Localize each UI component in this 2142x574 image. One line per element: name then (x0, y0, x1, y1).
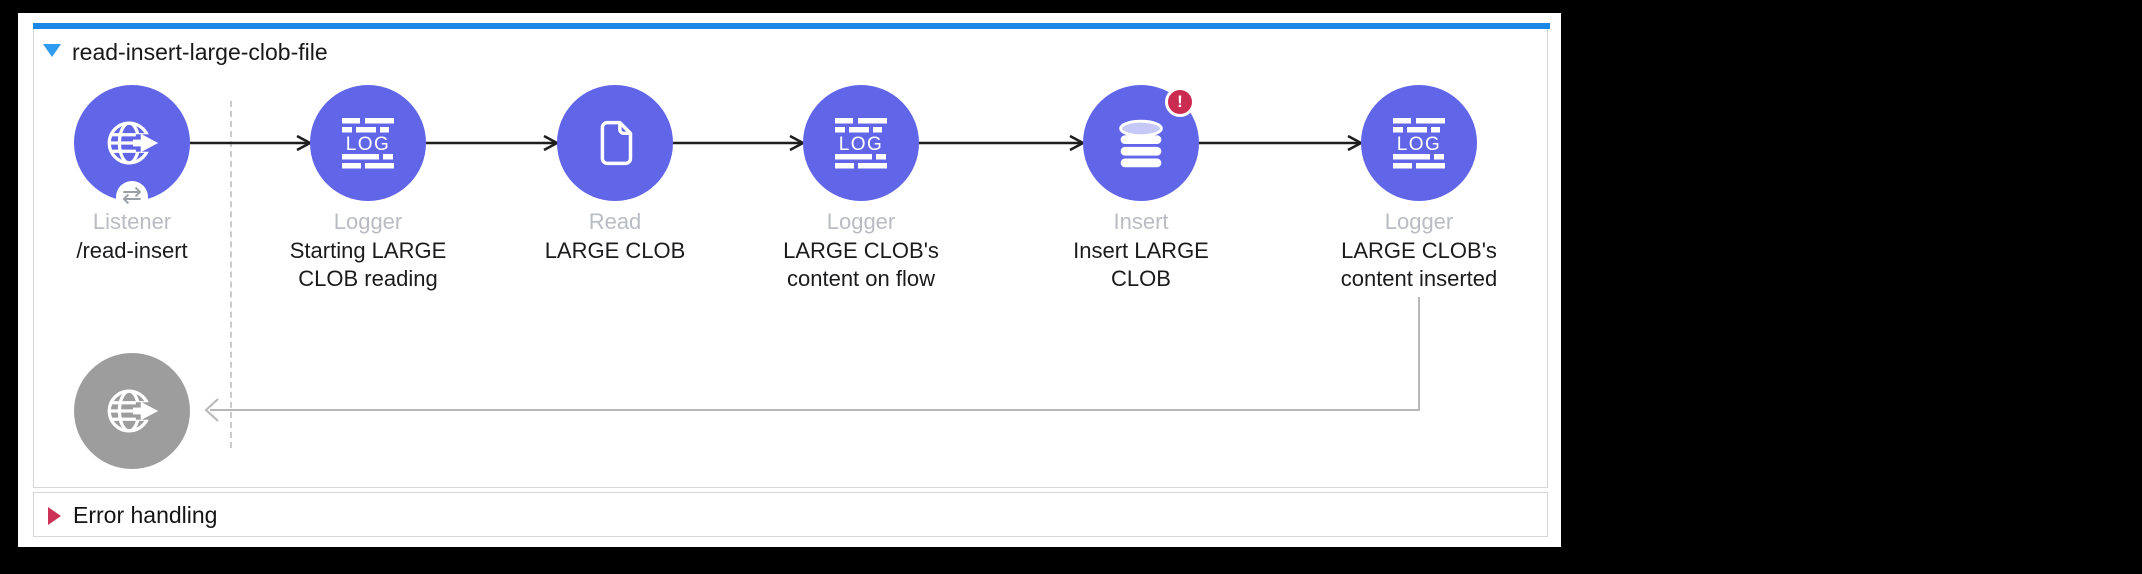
node-type-label: Listener (92, 209, 172, 234)
node-type-label: Logger (826, 209, 896, 234)
expand-triangle-icon[interactable] (48, 507, 61, 525)
http-listener-globe-icon (107, 121, 163, 165)
node-type-label: Logger (1384, 209, 1454, 234)
node-description: /read-insert (76, 238, 188, 263)
http-response-globe-icon (107, 389, 163, 433)
node-description: LARGE CLOB's content on flow (783, 238, 939, 291)
collapse-triangle-icon[interactable] (43, 44, 61, 57)
node-description: Insert LARGE CLOB (1073, 238, 1209, 291)
node-circle[interactable]: LOG (1361, 85, 1477, 201)
exchange-arrows-icon: ⇄ (116, 181, 148, 213)
error-handling-section[interactable]: Error handling (33, 492, 1548, 537)
file-read-icon (600, 120, 633, 166)
node-circle[interactable] (557, 85, 673, 201)
flow-node-logger-3[interactable]: LOG Logger LARGE CLOB's content inserted (1299, 85, 1539, 293)
flow-container: read-insert-large-clob-file (33, 23, 1550, 488)
node-circle[interactable]: ! (1083, 85, 1199, 201)
error-handling-label: Error handling (73, 502, 218, 528)
flow-node-insert[interactable]: ! Insert Insert LARGE CLOB (1021, 85, 1261, 293)
response-connector-horizontal (210, 409, 1420, 411)
node-circle[interactable]: LOG (803, 85, 919, 201)
node-type-label: Logger (333, 209, 403, 234)
logger-log-icon: LOG (835, 118, 887, 169)
node-description: LARGE CLOB's content inserted (1340, 238, 1498, 291)
svg-text:LOG: LOG (346, 134, 391, 155)
flow-title: read-insert-large-clob-file (72, 39, 328, 65)
flow-selection-accent-bar (33, 23, 1550, 29)
node-circle[interactable]: ⇄ (74, 85, 190, 213)
response-connector-arrowhead (204, 398, 219, 422)
node-circle[interactable]: LOG (310, 85, 426, 201)
svg-text:LOG: LOG (839, 134, 884, 155)
node-description: LARGE CLOB (544, 238, 686, 263)
svg-text:LOG: LOG (1397, 134, 1442, 155)
event-source-divider-line (230, 101, 232, 448)
canvas-panel: read-insert-large-clob-file (18, 13, 1561, 547)
logger-log-icon: LOG (1393, 118, 1445, 169)
flow-node-logger-2[interactable]: LOG Logger LARGE CLOB's content on flow (741, 85, 981, 293)
node-circle[interactable] (74, 353, 190, 469)
flow-node-listener[interactable]: ⇄ Listener /read-insert (12, 85, 252, 265)
database-insert-icon (1119, 119, 1163, 168)
flow-node-response[interactable] (74, 353, 190, 469)
flow-node-read[interactable]: Read LARGE CLOB (495, 85, 735, 265)
error-badge-icon: ! (1165, 87, 1195, 117)
response-connector-vertical (1418, 297, 1420, 410)
node-type-label: Read (588, 209, 642, 234)
flow-node-logger-1[interactable]: LOG Logger Starting LARGE CLOB reading (248, 85, 488, 293)
node-type-label: Insert (1113, 209, 1169, 234)
logger-log-icon: LOG (342, 118, 394, 169)
flow-title-row[interactable]: read-insert-large-clob-file (34, 30, 1547, 65)
node-description: Starting LARGE CLOB reading (289, 238, 447, 291)
